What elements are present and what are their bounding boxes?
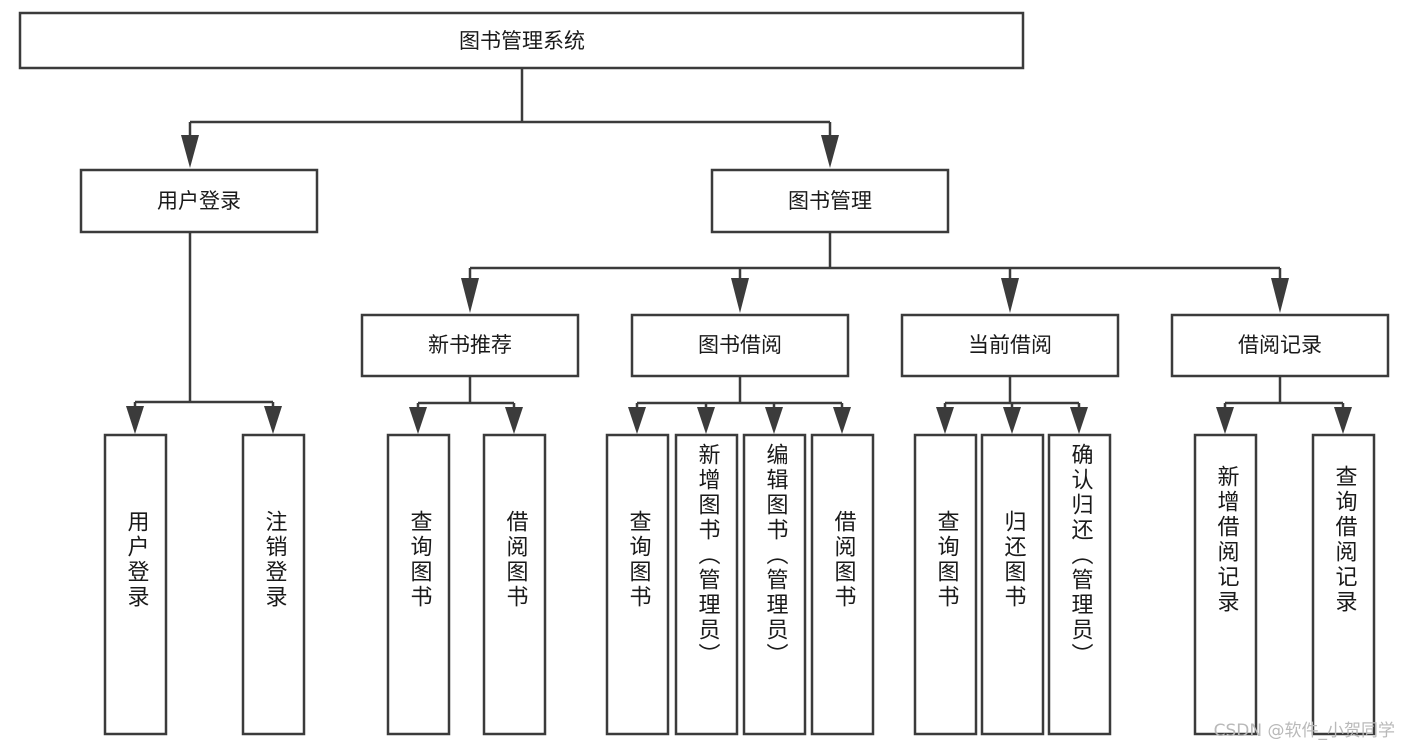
connector-group-root [181,68,839,168]
node-book-manage-rect[interactable] [710,168,950,234]
node-book-manage-label: 图书管理 [788,189,872,213]
node-leaf-add-borrow-record-rect[interactable] [1193,433,1258,736]
arrow-head-leaf-return-book [1003,407,1021,434]
connector-group-book-manage [461,232,1289,313]
node-current-borrow[interactable]: 当前借阅 [900,313,1120,378]
arrow-head-leaf-edit-book-admin [765,407,783,434]
node-leaf-borrow-book-1-rect[interactable] [482,433,547,736]
arrow-head-leaf-user-login [126,406,144,434]
node-leaf-confirm-return-admin-rect[interactable] [1047,433,1112,736]
arrow-head-leaf-add-book-admin [697,407,715,434]
node-borrow-record-label: 借阅记录 [1238,333,1322,357]
node-leaf-edit-book-admin-rect[interactable] [742,433,807,736]
connector-group-current-borrow [936,376,1088,434]
node-leaf-borrow-book-2-rect[interactable] [810,433,875,736]
node-borrow-record-rect[interactable] [1170,313,1390,378]
node-new-book-recommend-rect[interactable] [360,313,580,378]
arrow-head-current-borrow [1001,278,1019,313]
node-root-rect[interactable] [18,11,1025,70]
arrow-head-leaf-query-book-1 [409,407,427,434]
node-leaf-return-book-rect[interactable] [980,433,1045,736]
node-user-login-label: 用户登录 [157,189,241,213]
node-book-manage[interactable]: 图书管理 [710,168,950,234]
node-current-borrow-rect[interactable] [900,313,1120,378]
connector-group-book-borrow [628,376,851,434]
node-book-borrow-label: 图书借阅 [698,333,782,357]
arrow-head-borrow-record [1271,278,1289,313]
arrow-head-leaf-query-borrow-record [1334,407,1352,434]
node-leaf-query-book-1-rect[interactable] [386,433,451,736]
node-leaf-add-book-admin-rect[interactable] [674,433,739,736]
node-leaf-user-login-rect[interactable] [103,433,168,736]
connector-group-borrow-record [1216,376,1352,434]
node-borrow-record[interactable]: 借阅记录 [1170,313,1390,378]
node-user-login[interactable]: 用户登录 [79,168,319,234]
connector-group-user-login [126,232,282,434]
node-leaf-query-book-3-rect[interactable] [913,433,978,736]
arrow-head-leaf-borrow-book-1 [505,407,523,434]
node-user-login-rect[interactable] [79,168,319,234]
node-leaf-query-book-2-rect[interactable] [605,433,670,736]
node-new-book-recommend[interactable]: 新书推荐 [360,313,580,378]
arrow-head-book-borrow [731,278,749,313]
node-leaf-query-borrow-record-rect[interactable] [1311,433,1376,736]
arrow-head-leaf-add-borrow-record [1216,407,1234,434]
node-leaf-user-logout-rect[interactable] [241,433,306,736]
arrow-head-leaf-query-book-2 [628,407,646,434]
node-new-book-recommend-label: 新书推荐 [428,333,512,357]
node-book-borrow-rect[interactable] [630,313,850,378]
node-book-borrow[interactable]: 图书借阅 [630,313,850,378]
arrow-head-new-book-recommend [461,278,479,313]
arrow-head-leaf-confirm-return [1070,407,1088,434]
node-current-borrow-label: 当前借阅 [968,333,1052,357]
arrow-head-user-login [181,135,199,168]
arrow-head-book-manage [821,135,839,168]
connector-group-new-book-recommend [409,376,523,434]
arrow-head-leaf-borrow-book-2 [833,407,851,434]
node-root[interactable]: 图书管理系统 [18,11,1025,70]
csdn-watermark: CSDN @软件_小贺同学 [1213,721,1395,741]
arrow-head-leaf-user-logout [264,406,282,434]
arrow-head-leaf-query-book-3 [936,407,954,434]
node-root-label: 图书管理系统 [459,29,585,53]
